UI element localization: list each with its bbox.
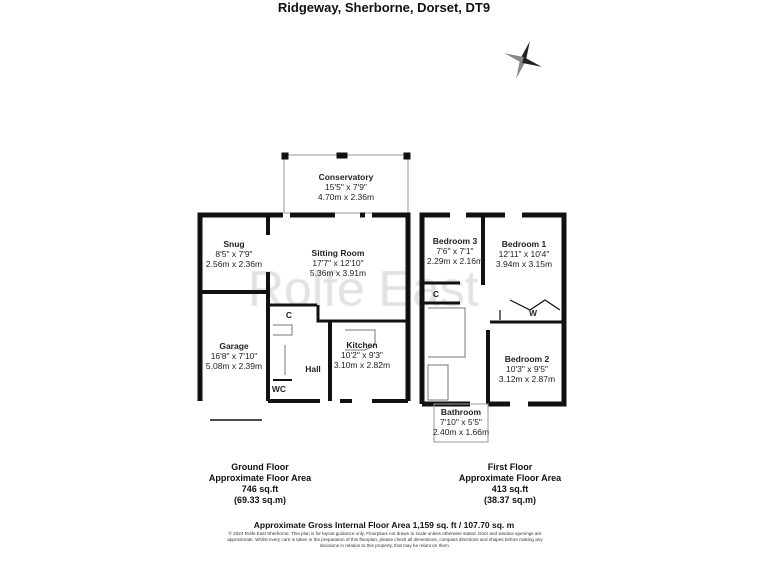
ground-floor-plan xyxy=(197,152,411,421)
svg-text:Bedroom 3: Bedroom 3 xyxy=(433,236,478,246)
compass-icon xyxy=(504,41,542,79)
svg-text:17'7" x 12'10": 17'7" x 12'10" xyxy=(312,258,363,268)
page-title: Ridgeway, Sherborne, Dorset, DT9 xyxy=(277,0,491,15)
gross-floor-area: Approximate Gross Internal Floor Area 1,… xyxy=(253,520,515,530)
svg-text:7'10" x 5'5": 7'10" x 5'5" xyxy=(440,417,482,427)
svg-text:15'5" x 7'9": 15'5" x 7'9" xyxy=(325,182,367,192)
svg-text:5.08m x 2.39m: 5.08m x 2.39m xyxy=(206,361,262,371)
area-sqm: (69.33 sq.m) xyxy=(233,495,287,505)
room-sitting-room: Sitting Room 17'7" x 12'10" 5.36m x 3.91… xyxy=(310,248,366,278)
hall-label: Hall xyxy=(305,364,321,374)
room-bedroom-1: Bedroom 1 12'11" x 10'4" 3.94m x 3.15m xyxy=(496,239,552,269)
disclaimer: © 2024 Rolfe East Sherborne. This plan i… xyxy=(227,531,543,548)
svg-text:Sitting Room: Sitting Room xyxy=(312,248,365,258)
svg-text:Bedroom 2: Bedroom 2 xyxy=(505,354,550,364)
svg-text:10'3" x 9'5": 10'3" x 9'5" xyxy=(506,364,548,374)
svg-text:Conservatory: Conservatory xyxy=(319,172,374,182)
cupboard-label: C xyxy=(433,289,439,299)
svg-text:10'2" x 9'3": 10'2" x 9'3" xyxy=(341,350,383,360)
room-kitchen: Kitchen 10'2" x 9'3" 3.10m x 2.82m xyxy=(334,340,390,370)
svg-text:Bathroom: Bathroom xyxy=(441,407,482,417)
svg-text:Snug: Snug xyxy=(223,239,244,249)
wardrobe-label: W xyxy=(529,308,538,318)
area-sqm: (38.37 sq.m) xyxy=(483,495,537,505)
svg-text:3.94m x 3.15m: 3.94m x 3.15m xyxy=(496,259,552,269)
svg-text:7'6" x 7'1": 7'6" x 7'1" xyxy=(436,246,473,256)
first-floor-area: First Floor Approximate Floor Area 413 s… xyxy=(450,462,570,506)
svg-text:8'5" x 7'9": 8'5" x 7'9" xyxy=(215,249,252,259)
room-bathroom: Bathroom 7'10" x 5'5" 2.40m x 1.66m xyxy=(433,407,489,437)
room-snug: Snug 8'5" x 7'9" 2.56m x 2.36m xyxy=(206,239,262,269)
svg-text:16'8" x 7'10": 16'8" x 7'10" xyxy=(211,351,258,361)
area-sqft: 413 sq.ft xyxy=(491,484,529,494)
area-label: Approximate Floor Area xyxy=(208,473,312,483)
room-bedroom-2: Bedroom 2 10'3" x 9'5" 3.12m x 2.87m xyxy=(499,354,555,384)
cupboard-label: C xyxy=(286,310,292,320)
area-sqft: 746 sq.ft xyxy=(241,484,279,494)
svg-text:3.10m x 2.82m: 3.10m x 2.82m xyxy=(334,360,390,370)
svg-text:3.12m x 2.87m: 3.12m x 2.87m xyxy=(499,374,555,384)
wc-label: WC xyxy=(272,384,286,394)
floor-name: Ground Floor xyxy=(231,462,289,472)
svg-text:2.56m x 2.36m: 2.56m x 2.36m xyxy=(206,259,262,269)
area-label: Approximate Floor Area xyxy=(458,473,562,483)
room-garage: Garage 16'8" x 7'10" 5.08m x 2.39m xyxy=(206,341,262,371)
svg-text:Kitchen: Kitchen xyxy=(346,340,377,350)
svg-text:2.40m x 1.66m: 2.40m x 1.66m xyxy=(433,427,489,437)
room-conservatory: Conservatory 15'5" x 7'9" 4.70m x 2.36m xyxy=(318,172,374,202)
svg-text:4.70m x 2.36m: 4.70m x 2.36m xyxy=(318,192,374,202)
svg-text:12'11" x 10'4": 12'11" x 10'4" xyxy=(499,249,550,259)
ground-floor-area: Ground Floor Approximate Floor Area 746 … xyxy=(200,462,320,506)
svg-text:Garage: Garage xyxy=(219,341,249,351)
svg-text:Bedroom 1: Bedroom 1 xyxy=(502,239,547,249)
svg-text:2.29m x 2.16m: 2.29m x 2.16m xyxy=(427,256,483,266)
first-floor-plan xyxy=(419,212,567,443)
floor-name: First Floor xyxy=(487,462,533,472)
svg-text:5.36m x 3.91m: 5.36m x 3.91m xyxy=(310,268,366,278)
room-bedroom-3: Bedroom 3 7'6" x 7'1" 2.29m x 2.16m xyxy=(427,236,483,266)
